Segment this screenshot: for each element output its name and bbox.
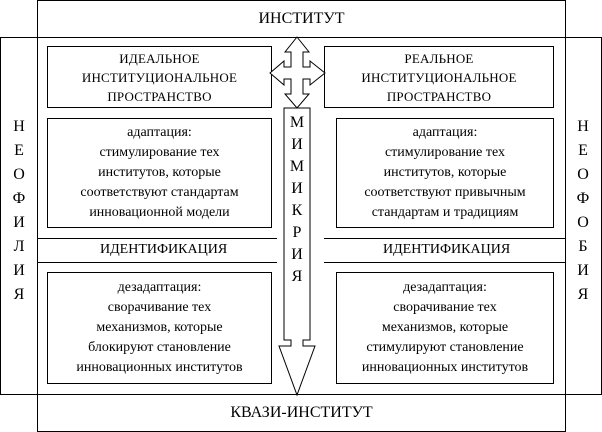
institute-box: ИНСТИТУТ	[37, 0, 566, 38]
neophilia-letter: О	[13, 166, 25, 183]
mimicry-letter: Я	[291, 268, 303, 285]
institute-title: ИНСТИТУТ	[258, 10, 345, 27]
neophilia-letter: Н	[13, 118, 25, 135]
left-identification-label: ИДЕНТИФИКАЦИЯ	[96, 242, 232, 258]
real-space-box: РЕАЛЬНОЕ ИНСТИТУЦИОНАЛЬНОЕ ПРОСТРАНСТВО	[324, 46, 554, 108]
four-way-arrow-icon	[269, 36, 326, 109]
neophilia-letter: Е	[14, 142, 24, 159]
mimicry-letter: К	[291, 202, 303, 219]
right-adaptation-box: адаптация: стимулирование тех институтов…	[336, 118, 554, 228]
right-adaptation-text: адаптация: стимулирование тех институтов…	[364, 125, 526, 220]
left-adaptation-box: адаптация: стимулирование тех институтов…	[47, 118, 272, 228]
neophilia-letter: И	[13, 214, 25, 231]
left-ident-line-top	[37, 238, 277, 239]
mimicry-letter: И	[291, 180, 303, 197]
neophobia-letter: И	[577, 262, 589, 279]
left-ident-line-bottom	[37, 262, 277, 263]
quasi-institute-title: КВАЗИ-ИНСТИТУТ	[230, 404, 373, 421]
neophobia-letter: О	[577, 166, 589, 183]
mimicry-letter: И	[291, 136, 303, 153]
neophobia-letter: О	[577, 214, 589, 231]
neophilia-box	[0, 37, 38, 395]
quasi-institute-box: КВАЗИ-ИНСТИТУТ	[37, 394, 566, 432]
right-disadaptation-box: дезадаптация: сворачивание тех механизмо…	[336, 272, 554, 384]
ideal-space-label: ИДЕАЛЬНОЕ ИНСТИТУЦИОНАЛЬНОЕ ПРОСТРАНСТВО	[81, 50, 238, 104]
mimicry-letter: М	[289, 158, 305, 175]
neophilia-letter: Ф	[12, 190, 26, 207]
neophilia-letter: И	[13, 262, 25, 279]
mimicry-letter: И	[291, 246, 303, 263]
left-disadaptation-box: дезадаптация: сворачивание тех механизмо…	[47, 272, 272, 384]
right-identification-label: ИДЕНТИФИКАЦИЯ	[379, 242, 515, 258]
neophobia-letter: Е	[578, 142, 588, 159]
neophobia-letter: Б	[578, 238, 588, 255]
right-ident-line-top	[324, 238, 566, 239]
ideal-space-box: ИДЕАЛЬНОЕ ИНСТИТУЦИОНАЛЬНОЕ ПРОСТРАНСТВО	[47, 46, 272, 108]
right-disadaptation-text: дезадаптация: сворачивание тех механизмо…	[361, 280, 529, 375]
mimicry-down-arrow-icon	[278, 107, 316, 397]
neophobia-letter: Ф	[576, 190, 590, 207]
real-space-label: РЕАЛЬНОЕ ИНСТИТУЦИОНАЛЬНОЕ ПРОСТРАНСТВО	[361, 50, 517, 104]
left-adaptation-text: адаптация: стимулирование тех институтов…	[80, 125, 239, 220]
mimicry-letter: Р	[292, 224, 302, 241]
neophobia-letter: Я	[577, 286, 589, 303]
right-ident-line-bottom	[324, 262, 566, 263]
neophobia-letter: Н	[577, 118, 589, 135]
mimicry-letter: М	[289, 114, 305, 131]
neophilia-letter: Я	[13, 286, 25, 303]
neophilia-letter: Л	[13, 238, 25, 255]
left-disadaptation-text: дезадаптация: сворачивание тех механизмо…	[76, 280, 243, 375]
